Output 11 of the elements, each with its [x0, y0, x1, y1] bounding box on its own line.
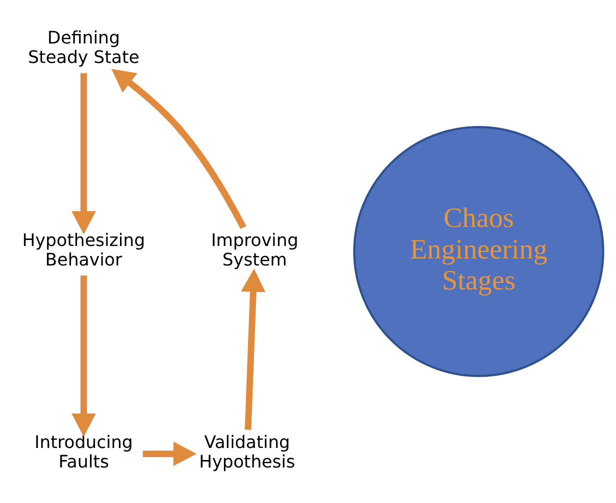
arrow	[72, 276, 96, 437]
node-text: Introducing Faults	[34, 433, 133, 473]
arrow	[111, 68, 246, 230]
node-circle: Chaos Engineering Stages	[353, 126, 604, 378]
arrow	[142, 442, 197, 466]
node-text: Improving System	[211, 230, 298, 270]
arrow	[72, 73, 96, 234]
arrow	[241, 268, 266, 430]
node-text: Defining Steady State	[28, 28, 140, 68]
node-text: Validating Hypothesis	[199, 433, 296, 473]
node-text: Hypothesizing Behavior	[22, 230, 146, 270]
